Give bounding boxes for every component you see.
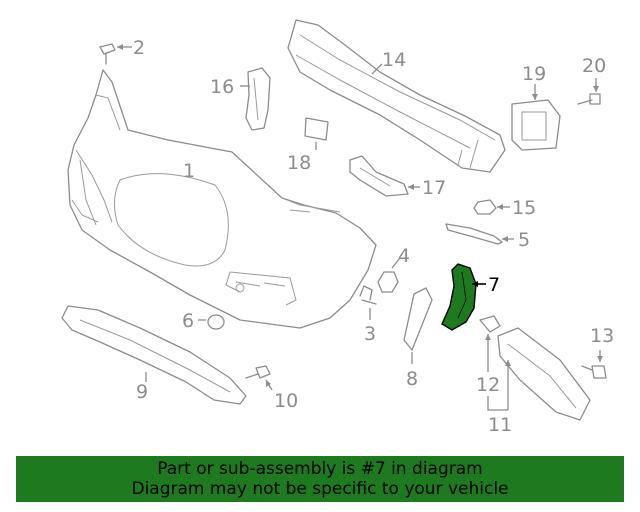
part-19-mount-bracket	[511, 84, 561, 151]
part-11-side-bracket	[487, 327, 591, 421]
callout-1: 1	[183, 160, 195, 182]
callout-6: 6	[182, 310, 194, 332]
part-14-reinforcement-beam	[287, 19, 506, 173]
callout-20: 20	[582, 55, 606, 77]
part-4-clip	[377, 257, 401, 293]
part-10-fastener	[245, 365, 273, 391]
part-9-lower-valance	[61, 305, 247, 405]
callout-7-highlighted: 7	[488, 274, 500, 296]
callout-17: 17	[422, 177, 446, 199]
part-6-grommet	[198, 314, 225, 330]
highlight-notice-banner: Part or sub-assembly is #7 in diagram Di…	[16, 456, 624, 502]
callout-13: 13	[590, 325, 614, 347]
callout-8: 8	[406, 368, 418, 390]
part-1-bumper-cover	[67, 69, 377, 329]
part-13-bolt	[581, 350, 607, 379]
part-5-trim-strip	[445, 223, 514, 245]
part-8-reflector	[403, 287, 433, 364]
callout-16: 16	[210, 76, 234, 98]
part-3-clip	[359, 285, 377, 320]
part-15-nut	[473, 199, 510, 215]
part-7-highlighted-bracket	[441, 263, 486, 331]
callout-2: 2	[133, 37, 145, 59]
callout-5: 5	[518, 229, 530, 251]
banner-line-2: Diagram may not be specific to your vehi…	[131, 479, 509, 499]
part-18-pad	[304, 117, 329, 150]
callout-15: 15	[512, 197, 536, 219]
callout-3: 3	[364, 323, 376, 345]
part-20-bolt	[577, 78, 601, 105]
part-2-bolt	[99, 43, 132, 65]
banner-line-1: Part or sub-assembly is #7 in diagram	[157, 459, 483, 479]
callout-12: 12	[476, 374, 500, 396]
callout-9: 9	[136, 381, 148, 403]
callout-4: 4	[398, 245, 410, 267]
callout-19: 19	[522, 63, 546, 85]
callout-18: 18	[287, 152, 311, 174]
part-16-bracket	[240, 67, 271, 131]
callout-11: 11	[488, 414, 512, 436]
part-12-clip	[479, 315, 501, 372]
callout-14: 14	[382, 49, 406, 71]
callout-10: 10	[274, 390, 298, 412]
part-17-bracket	[349, 155, 420, 197]
